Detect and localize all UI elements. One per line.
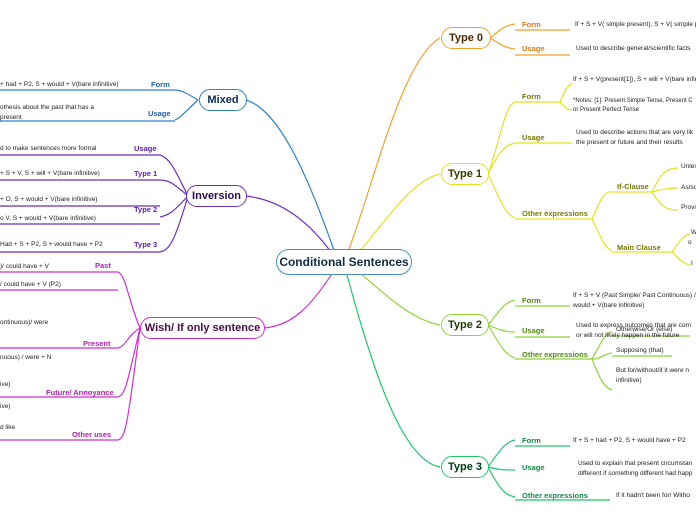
type1-usage-label[interactable]: Usage <box>522 133 545 142</box>
wish-present-text-1[interactable]: ontinuous)/ were <box>0 319 49 326</box>
type1-form-text[interactable]: If + S + V(present[1]), S + will + V(bar… <box>573 76 696 83</box>
inversion-usage-label[interactable]: Usage <box>134 144 157 153</box>
inversion-type1-text[interactable]: + S + V, S + will + V(bare infinitive) <box>0 170 100 177</box>
type1-node[interactable]: Type 1 <box>441 163 489 185</box>
type1-main-clause-label[interactable]: Main Clause <box>617 243 661 252</box>
type3-form-label[interactable]: Form <box>522 436 541 445</box>
mixed-form-label[interactable]: Form <box>151 80 170 89</box>
type1-main-item-3[interactable]: I <box>691 260 693 267</box>
type2-form-label[interactable]: Form <box>522 296 541 305</box>
type1-ifclause-item-3[interactable]: Provi <box>681 204 696 211</box>
mixed-form-text[interactable]: + had + P2, S + would + V(bare infinitiv… <box>0 81 119 88</box>
inversion-connectors <box>0 154 339 263</box>
type1-form-label[interactable]: Form <box>522 92 541 101</box>
type1-ifclause-item-2[interactable]: As/so <box>681 184 696 191</box>
inversion-type2-label[interactable]: Type 2 <box>134 205 158 214</box>
type2-other-item-3[interactable]: But for/without/if it were n <box>616 367 689 374</box>
mixed-node[interactable]: Mixed <box>199 89 247 111</box>
type2-form-text-2[interactable]: would + V(bare infinitive) <box>573 302 645 309</box>
mixed-usage-label[interactable]: Usage <box>148 109 171 118</box>
type1-form-note-1[interactable]: *Notes: [1]: Present Simple Tense, Prese… <box>573 98 693 104</box>
type2-other-item-1[interactable]: Otherwise/Or (else) <box>616 326 673 333</box>
inversion-usage-text[interactable]: d to make sentences more formal <box>0 145 97 152</box>
type1-main-item-2[interactable]: o <box>688 239 692 246</box>
type1-usage-text-2[interactable]: the present or future and their results <box>576 139 683 146</box>
type2-other-label[interactable]: Other expressions <box>522 350 588 359</box>
inversion-type2-text-1[interactable]: + O, S + would + V(bare infinitive) <box>0 196 98 203</box>
wish-present-text-2[interactable]: nuous) / were + N <box>0 354 52 361</box>
type3-form-text[interactable]: If + S + had + P2, S + would have + P2 <box>573 437 686 444</box>
type3-other-label[interactable]: Other expressions <box>522 491 588 500</box>
type1-ifclause-item-1[interactable]: Unles <box>681 163 696 170</box>
type3-connectors <box>343 263 610 501</box>
wish-future-text-2[interactable]: ive) <box>0 403 11 410</box>
wish-node[interactable]: Wish/ If only sentence <box>140 317 265 339</box>
type1-ifclause-label[interactable]: If-Clause <box>617 182 649 191</box>
wish-future-label[interactable]: Future/ Annoyance <box>46 388 114 397</box>
type0-usage-text[interactable]: Used to describe general/scientific fact… <box>576 45 691 52</box>
inversion-type3-label[interactable]: Type 3 <box>134 240 158 249</box>
type0-form-text[interactable]: If + S + V( simple present), S + V( simp… <box>575 21 696 28</box>
type1-form-note-2[interactable]: or Present Perfect Tense <box>573 107 639 113</box>
type3-other-text[interactable]: If it hadn't been for/ Witho <box>616 492 690 499</box>
wish-connectors <box>0 263 339 441</box>
type3-node[interactable]: Type 3 <box>441 456 489 478</box>
type2-usage-label[interactable]: Usage <box>522 326 545 335</box>
mixed-usage-text-2[interactable]: present <box>0 114 22 121</box>
type0-node[interactable]: Type 0 <box>441 27 491 49</box>
type2-usage-text-2[interactable]: or will not likely happen in the future <box>576 332 680 339</box>
type1-main-item-1[interactable]: W <box>691 229 696 236</box>
inversion-type3-text[interactable]: Had + S + P2, S + would have + P2 <box>0 241 103 248</box>
type2-node[interactable]: Type 2 <box>441 314 489 336</box>
type0-form-label[interactable]: Form <box>522 20 541 29</box>
central-topic[interactable]: Conditional Sentences <box>276 249 412 275</box>
type2-other-item-2[interactable]: Supposing (that) <box>616 347 664 354</box>
type1-connectors <box>349 83 691 266</box>
wish-past-text-2[interactable]: / could have + V (P2) <box>0 281 61 288</box>
inversion-type1-label[interactable]: Type 1 <box>134 169 158 178</box>
mixed-usage-text-1[interactable]: othesis about the past that has a <box>0 104 94 111</box>
wish-other-uses-label[interactable]: Other uses <box>72 430 112 439</box>
mixed-connectors <box>0 89 339 263</box>
wish-past-text-1[interactable]: )/ could have + V <box>0 263 49 270</box>
type1-other-label[interactable]: Other expressions <box>522 209 588 218</box>
type3-usage-text-1[interactable]: Used to explain that present circumstan <box>578 460 693 467</box>
wish-present-label[interactable]: Present <box>83 339 111 348</box>
wish-future-text-1[interactable]: ive) <box>0 381 11 388</box>
type0-usage-label[interactable]: Usage <box>522 44 545 53</box>
wish-other-uses-text[interactable]: d like <box>0 424 16 431</box>
type2-other-item-4[interactable]: infinitive) <box>616 377 642 384</box>
type1-usage-text-1[interactable]: Used to describe actions that are very l… <box>576 129 694 136</box>
type0-connectors <box>343 23 570 263</box>
wish-past-label[interactable]: Past <box>95 261 111 270</box>
type3-usage-label[interactable]: Usage <box>522 463 545 472</box>
type2-usage-text-1[interactable]: Used to express outcomes that are com <box>576 322 691 329</box>
inversion-type2-text-2[interactable]: o V, S + would + V(bare infinitive) <box>0 215 96 222</box>
inversion-node[interactable]: Inversion <box>186 185 247 207</box>
type3-usage-text-2[interactable]: different if something different had hap… <box>578 470 693 477</box>
type2-form-text-1[interactable]: If + S + V (Past Simple/ Past Continuous… <box>573 292 696 299</box>
